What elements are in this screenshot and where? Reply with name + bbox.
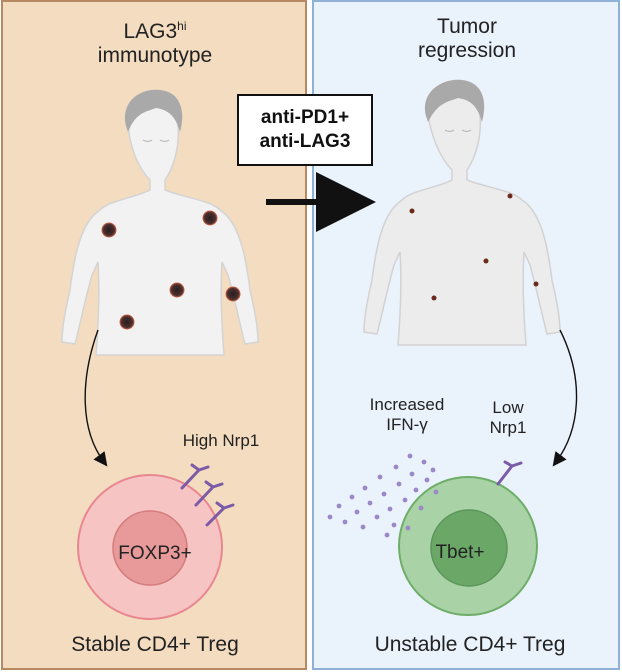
right-title-second-line: regression [417, 39, 517, 63]
left-hair [124, 89, 183, 132]
low-nrp1-line-2: Nrp1 [489, 417, 527, 437]
right-small-tumors [409, 193, 539, 301]
tumor-5 [119, 314, 135, 330]
small-tumor-4 [533, 281, 539, 287]
left-title-second-line: immunotype [97, 44, 213, 68]
small-tumor-3 [483, 258, 489, 264]
tumor-4 [225, 286, 241, 302]
increased-ifng-label: Increased IFN-γ [352, 395, 462, 434]
right-title-first-line: Tumor [437, 15, 497, 38]
tumor-1 [101, 222, 117, 238]
stable-treg-caption: Stable CD4+ Treg [71, 633, 239, 656]
right-panel-title: Tumor regression [372, 15, 562, 63]
stable-treg-cell [77, 463, 235, 620]
nrp1-receptor-low [496, 460, 523, 486]
small-tumor-5 [431, 295, 437, 301]
stable-cell-nucleus [112, 510, 188, 586]
left-panel-title: LAG3hi immunotype [60, 19, 250, 68]
patient-after-figure [363, 79, 561, 346]
low-nrp1-label: Low Nrp1 [468, 398, 548, 437]
right-hair [424, 79, 485, 122]
right-body-silhouette [363, 91, 561, 346]
receptor-3 [205, 501, 235, 527]
treatment-line-2: anti-LAG3 [259, 131, 351, 152]
small-tumor-2 [507, 193, 513, 199]
low-nrp1-line-1: Low [492, 398, 524, 417]
ifng-line-2: IFN-γ [386, 414, 428, 434]
ifn-gamma-particles [327, 453, 439, 538]
receptor-2 [194, 480, 224, 507]
small-tumor-1 [409, 208, 415, 214]
tumor-3 [169, 282, 185, 298]
treatment-line-1: anti-PD1+ [260, 107, 350, 129]
high-nrp1-label: High Nrp1 [182, 431, 260, 450]
ifng-line-1: Increased [369, 395, 445, 414]
unstable-treg-cell [398, 460, 538, 616]
left-body-silhouette [61, 101, 259, 356]
unstable-treg-caption: Unstable CD4+ Treg [374, 633, 566, 656]
left-title-superscript: hi [177, 19, 187, 33]
treatment-box: anti-PD1+ anti-LAG3 [237, 94, 373, 166]
patient-before-figure [61, 89, 259, 356]
left-curved-arrow [84, 329, 108, 467]
left-title-main: LAG3 [123, 20, 178, 43]
left-tumors [101, 210, 241, 330]
tumor-2 [202, 210, 218, 226]
right-curved-arrow [552, 329, 578, 467]
nrp1-receptors-high [180, 463, 235, 527]
receptor-1 [180, 463, 210, 490]
unstable-cell-nucleus [430, 509, 508, 587]
foxp3-label: FOXP3+ [118, 543, 192, 564]
tbet-label: Tbet+ [435, 542, 485, 563]
